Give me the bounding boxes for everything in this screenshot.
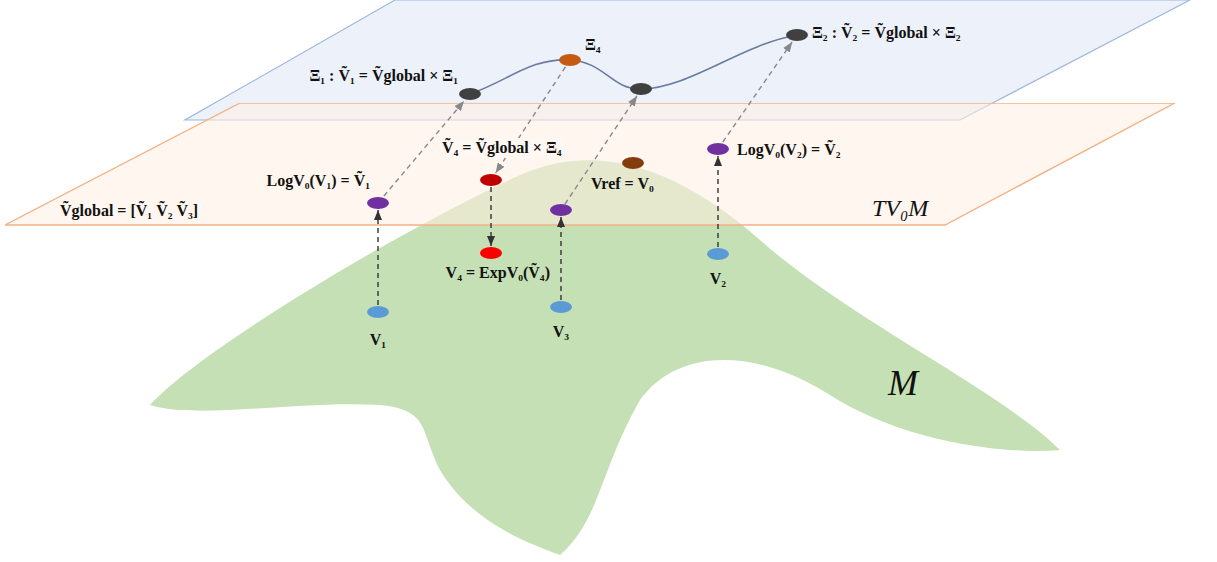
dashed-arrow xyxy=(377,210,378,305)
dashed-arrow xyxy=(723,42,792,142)
log-map-arrow xyxy=(560,217,561,300)
coefficient-point xyxy=(630,83,652,95)
tangent-point xyxy=(550,204,572,216)
point-marker: Ξ₂ : Ṽ₂ = Ṽglobal × Ξ₂ xyxy=(786,29,808,41)
math-label: M xyxy=(888,362,918,405)
math-label: Ξ₁ : Ṽ₁ = Ṽglobal × Ξ₁ xyxy=(309,66,458,85)
math-label: Ṽglobal = [Ṽ₁ Ṽ₂ Ṽ₃] xyxy=(60,201,198,220)
math-label: Ξ₄ xyxy=(585,35,601,54)
math-label: Vref = V₀ xyxy=(591,174,654,193)
math-label: V₂ xyxy=(710,269,726,288)
coefficient-curve xyxy=(470,35,797,94)
math-label: V₄ = ExpV₀(Ṽ₄) xyxy=(444,263,552,282)
dashed-arrow xyxy=(717,156,718,247)
point-marker: V₂ xyxy=(707,248,729,260)
dashed-arrow xyxy=(384,101,464,196)
math-label: TV₀M xyxy=(872,194,928,223)
point-marker: V₃ xyxy=(550,301,572,313)
math-label: Ξ₂ : Ṽ₂ = Ṽglobal × Ξ₂ xyxy=(812,23,961,42)
point-marker: V₁ xyxy=(367,306,389,318)
point-marker: Ξ₁ : Ṽ₁ = Ṽglobal × Ξ₁ xyxy=(459,88,481,100)
point-marker: Vref = V₀ xyxy=(622,157,644,169)
dashed-arrow xyxy=(496,67,566,173)
point-marker: LogV₀(V₁) = Ṽ₁ xyxy=(367,197,389,209)
point-marker: LogV₀(V₂) = Ṽ₂ xyxy=(707,143,729,155)
math-label: Ṽ₄ = Ṽglobal × Ξ₄ xyxy=(440,138,564,157)
upper-plane xyxy=(185,0,1190,120)
dashed-arrow xyxy=(490,187,491,246)
math-label: LogV₀(V₁) = Ṽ₁ xyxy=(267,171,371,190)
point-marker: Ṽ₄ = Ṽglobal × Ξ₄ xyxy=(480,174,502,186)
math-label: V₁ xyxy=(370,330,386,349)
math-label: LogV₀(V₂) = Ṽ₂ xyxy=(737,140,841,159)
projection-arrow xyxy=(565,96,637,204)
point-marker: V₄ = ExpV₀(Ṽ₄) xyxy=(480,247,502,259)
point-marker: Ξ₄ xyxy=(559,54,581,66)
math-label: V₃ xyxy=(553,322,569,341)
shape-fill xyxy=(5,103,1175,225)
